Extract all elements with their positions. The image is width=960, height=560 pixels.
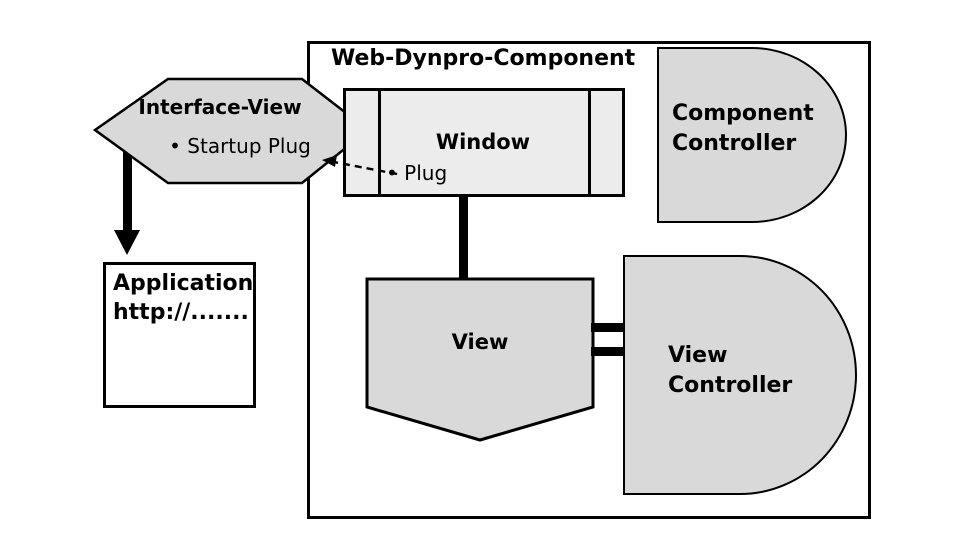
window-view-connector — [459, 194, 468, 280]
view-label: View — [451, 330, 509, 354]
application-label: Application http://....... — [113, 271, 254, 325]
web-dynpro-component-title: Web-Dynpro-Component — [331, 46, 636, 71]
window-divider-right — [588, 91, 591, 194]
view-controller-shape — [623, 255, 857, 495]
window-box — [343, 88, 625, 197]
startup-arrow-head — [114, 230, 140, 255]
window-label: Window — [435, 130, 531, 154]
view-connector-bar-bottom — [591, 347, 625, 356]
view-shape — [365, 277, 595, 442]
plug-dashed-arrow-head — [322, 155, 337, 167]
window-divider-left — [378, 91, 381, 194]
application-box — [103, 262, 256, 408]
startup-plug-label: • Startup Plug — [169, 134, 311, 158]
component-controller-label: Component Controller — [672, 101, 814, 156]
web-dynpro-component-box — [307, 41, 871, 519]
view-pentagon — [365, 277, 595, 442]
interface-view-label: Interface-View — [138, 95, 302, 119]
component-controller-shape — [657, 47, 847, 223]
plug-dashed-arrow — [322, 155, 398, 176]
plug-dashed-arrow-line — [333, 160, 398, 176]
startup-arrow-shaft — [123, 150, 132, 232]
view-controller-label: View Controller — [668, 343, 793, 398]
view-connector-bar-top — [591, 323, 625, 332]
